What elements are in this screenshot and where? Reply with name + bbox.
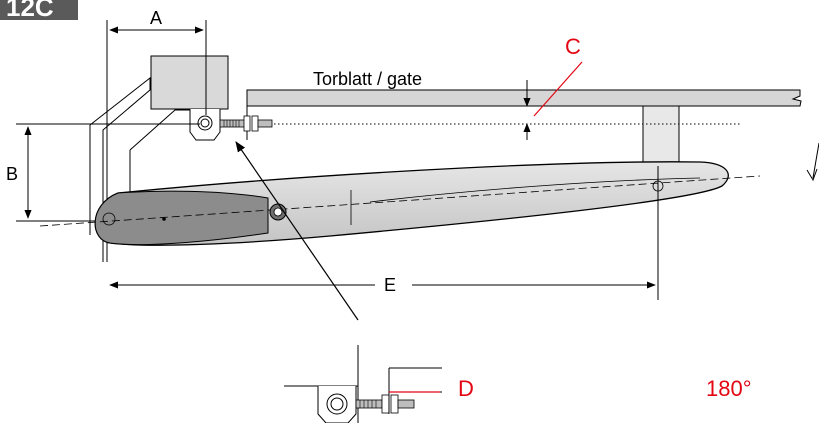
detail-nut-right bbox=[390, 394, 399, 414]
detail-lug-hole-inner bbox=[330, 397, 344, 411]
detail-bolt-end bbox=[397, 399, 415, 409]
rear-bracket bbox=[642, 105, 680, 167]
actuator-arm bbox=[39, 161, 761, 246]
threaded-bolt bbox=[219, 115, 273, 132]
swing-direction-arrowhead bbox=[806, 168, 818, 182]
bolt-nut-left bbox=[243, 115, 251, 132]
bolt-nut-right bbox=[251, 115, 259, 132]
dimension-e-label: E bbox=[384, 275, 396, 295]
opening-angle-label: 180° bbox=[706, 376, 752, 401]
figure-tag-background bbox=[0, 0, 78, 20]
detail-d: D bbox=[284, 345, 474, 423]
actuator-rear-pivot-inner bbox=[273, 207, 283, 217]
dimension-c: C bbox=[523, 34, 583, 140]
front-bracket-box bbox=[150, 55, 229, 110]
dimension-c-label: C bbox=[565, 34, 581, 59]
gate-leaf-bar bbox=[246, 89, 802, 107]
actuator-motor-dot bbox=[162, 217, 166, 221]
front-bracket-hole-inner bbox=[200, 118, 210, 128]
dimension-e: E bbox=[109, 275, 656, 295]
actuator-rod-line bbox=[369, 177, 701, 203]
detail-d-label: D bbox=[458, 376, 474, 401]
detail-lug-hole-outer bbox=[326, 393, 348, 415]
actuator-motor-housing bbox=[94, 190, 269, 246]
front-bracket bbox=[150, 55, 229, 141]
bolt-end bbox=[257, 119, 273, 128]
detail-pointer-arrow bbox=[235, 141, 359, 321]
gate-label: Torblatt / gate bbox=[313, 69, 422, 89]
figure-tag-text: 12C bbox=[6, 0, 54, 22]
dimension-b: B bbox=[6, 123, 200, 222]
detail-gate-lines bbox=[389, 367, 442, 393]
dimension-b-label: B bbox=[6, 164, 18, 184]
swing-direction-line bbox=[812, 142, 819, 179]
pillar-inner-line bbox=[129, 109, 190, 151]
dimension-a-label: A bbox=[150, 8, 162, 28]
dimension-c-leader bbox=[533, 61, 583, 117]
actuator-center-axis bbox=[39, 175, 761, 227]
figure-tag: 12C bbox=[0, 0, 78, 22]
rear-bracket-plate bbox=[642, 105, 680, 167]
front-bracket-hole-outer bbox=[197, 115, 213, 131]
detail-nut-left bbox=[381, 394, 390, 414]
pillar-outline-outer bbox=[89, 76, 151, 262]
gate-leaf: Torblatt / gate bbox=[246, 69, 802, 140]
actuator-motor-pivot bbox=[102, 212, 116, 226]
